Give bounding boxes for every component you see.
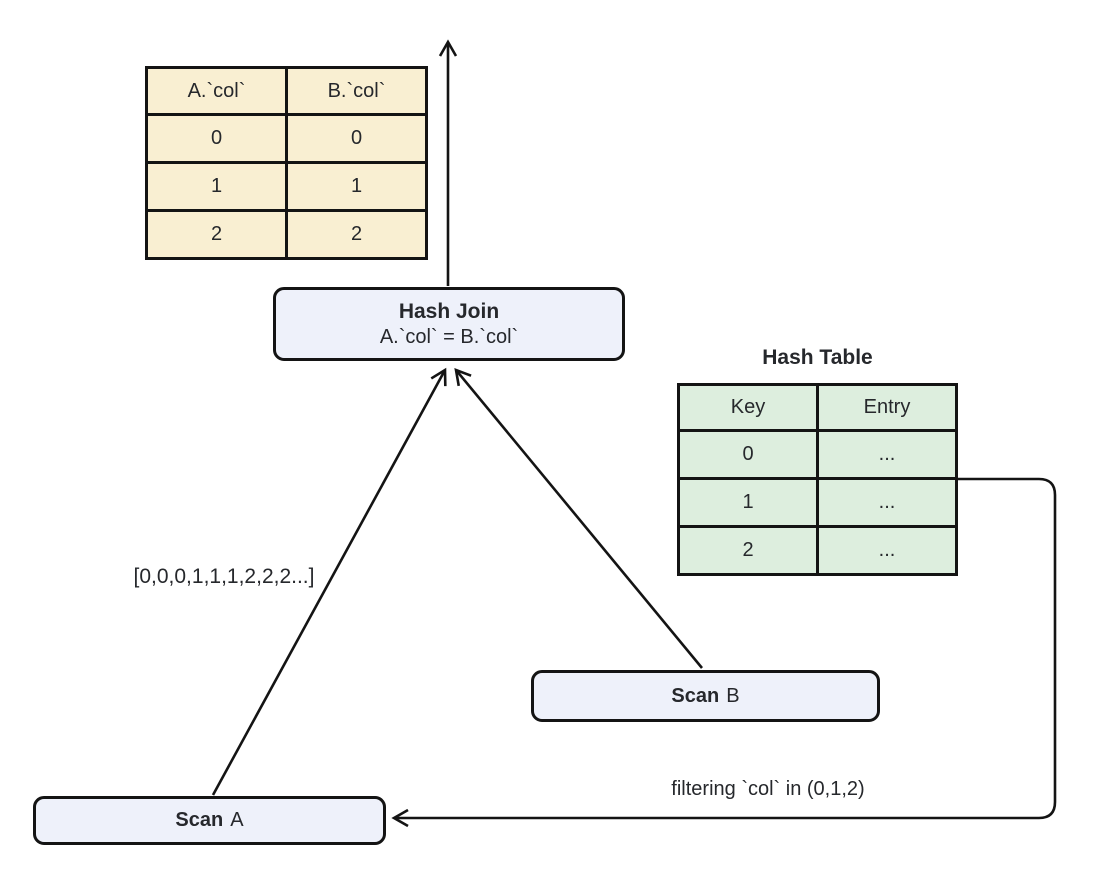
edge-scan-b-to-hash-join (454, 367, 704, 669)
hash-table-cell: ... (816, 525, 958, 576)
hash-table-cell: 2 (677, 525, 819, 576)
hash-table-cell: ... (816, 429, 958, 480)
scan-a-node: Scan A (33, 796, 386, 845)
hash-table-header-row: Key Entry (677, 383, 958, 432)
edge-hash-table-to-scan-a (391, 477, 1057, 828)
hash-join-title: Hash Join (398, 299, 500, 323)
hash-table-cell: ... (816, 477, 958, 528)
hash-table-header-key: Key (677, 383, 819, 432)
hash-join-node: Hash Join A.`col` = B.`col` (273, 287, 625, 361)
hash-table-cell: 0 (677, 429, 819, 480)
result-cell: 2 (145, 209, 288, 260)
result-cell: 1 (285, 161, 428, 212)
result-header-row: A.`col` B.`col` (145, 66, 428, 116)
result-header-b-col: B.`col` (285, 66, 428, 116)
result-cell: 0 (285, 113, 428, 164)
edge-label-filter-pushdown: filtering `col` in (0,1,2) (671, 778, 865, 800)
edge-scan-a-to-hash-join (211, 367, 447, 796)
hash-table-cell: 1 (677, 477, 819, 528)
result-cell: 2 (285, 209, 428, 260)
hash-table: Key Entry 0 ... 1 ... 2 ... (677, 383, 958, 576)
result-row: 2 2 (145, 209, 428, 260)
join-result-table: A.`col` B.`col` 0 0 1 1 2 2 (145, 66, 428, 260)
hash-table-title: Hash Table (762, 346, 873, 369)
result-cell: 0 (145, 113, 288, 164)
hash-table-row: 0 ... (677, 429, 958, 480)
hash-table-header-entry: Entry (816, 383, 958, 432)
result-row: 0 0 (145, 113, 428, 164)
scan-b-node: Scan B (531, 670, 880, 722)
result-cell: 1 (145, 161, 288, 212)
scan-b-target: B (726, 684, 740, 707)
hash-table-row: 1 ... (677, 477, 958, 528)
hash-join-condition: A.`col` = B.`col` (379, 325, 519, 348)
scan-a-op: Scan (175, 809, 224, 831)
hash-table-row: 2 ... (677, 525, 958, 576)
scan-a-target: A (230, 809, 244, 831)
edge-label-value-stream: [0,0,0,1,1,1,2,2,2...] (133, 565, 315, 588)
scan-b-op: Scan (671, 684, 720, 707)
result-header-a-col: A.`col` (145, 66, 288, 116)
result-row: 1 1 (145, 161, 428, 212)
